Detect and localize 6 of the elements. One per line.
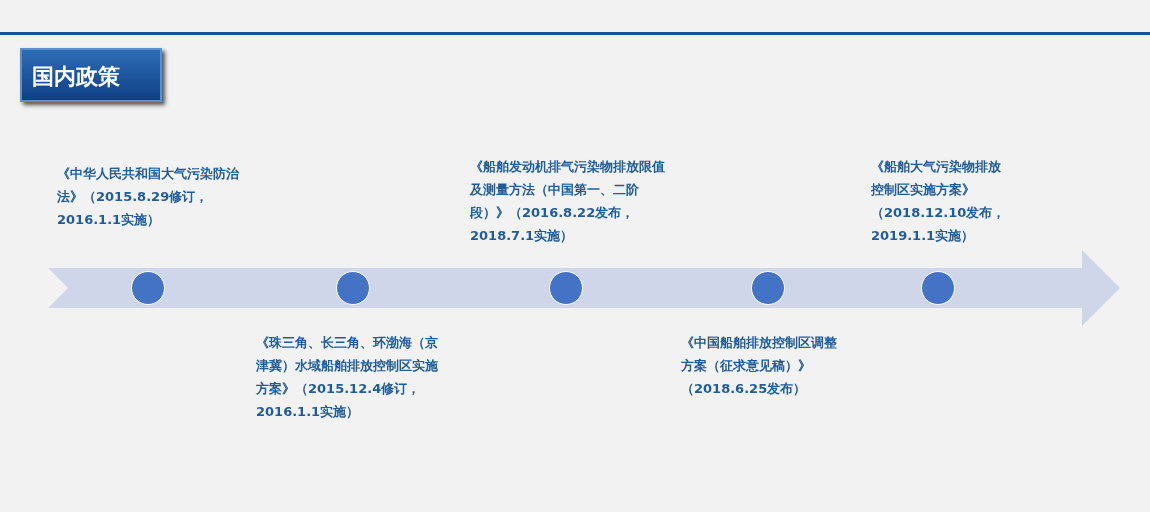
event-caption: 《中国船舶排放控制区调整方案（征求意见稿）》（2018.6.25发布）	[681, 334, 838, 398]
event-caption: 《珠三角、长三角、环渤海（京津冀）水域船舶排放控制区实施方案》（2015.12.4修订，2016.1.1实施）	[256, 334, 439, 421]
event-caption: 《船舶大气污染物排放控制区实施方案》（2018.12.10发布，2019.1.1实施）	[871, 158, 1007, 245]
event-caption: 《中华人民共和国大气污染防治法》（2015.8.29修订，2016.1.1实施）	[57, 165, 240, 229]
title-banner: 国内政策	[20, 48, 162, 102]
event-caption: 《船舶发动机排气污染物排放限值及测量方法（中国第一、二阶段）》（2016.8.22发布，2018.7.1实施）	[470, 158, 665, 245]
